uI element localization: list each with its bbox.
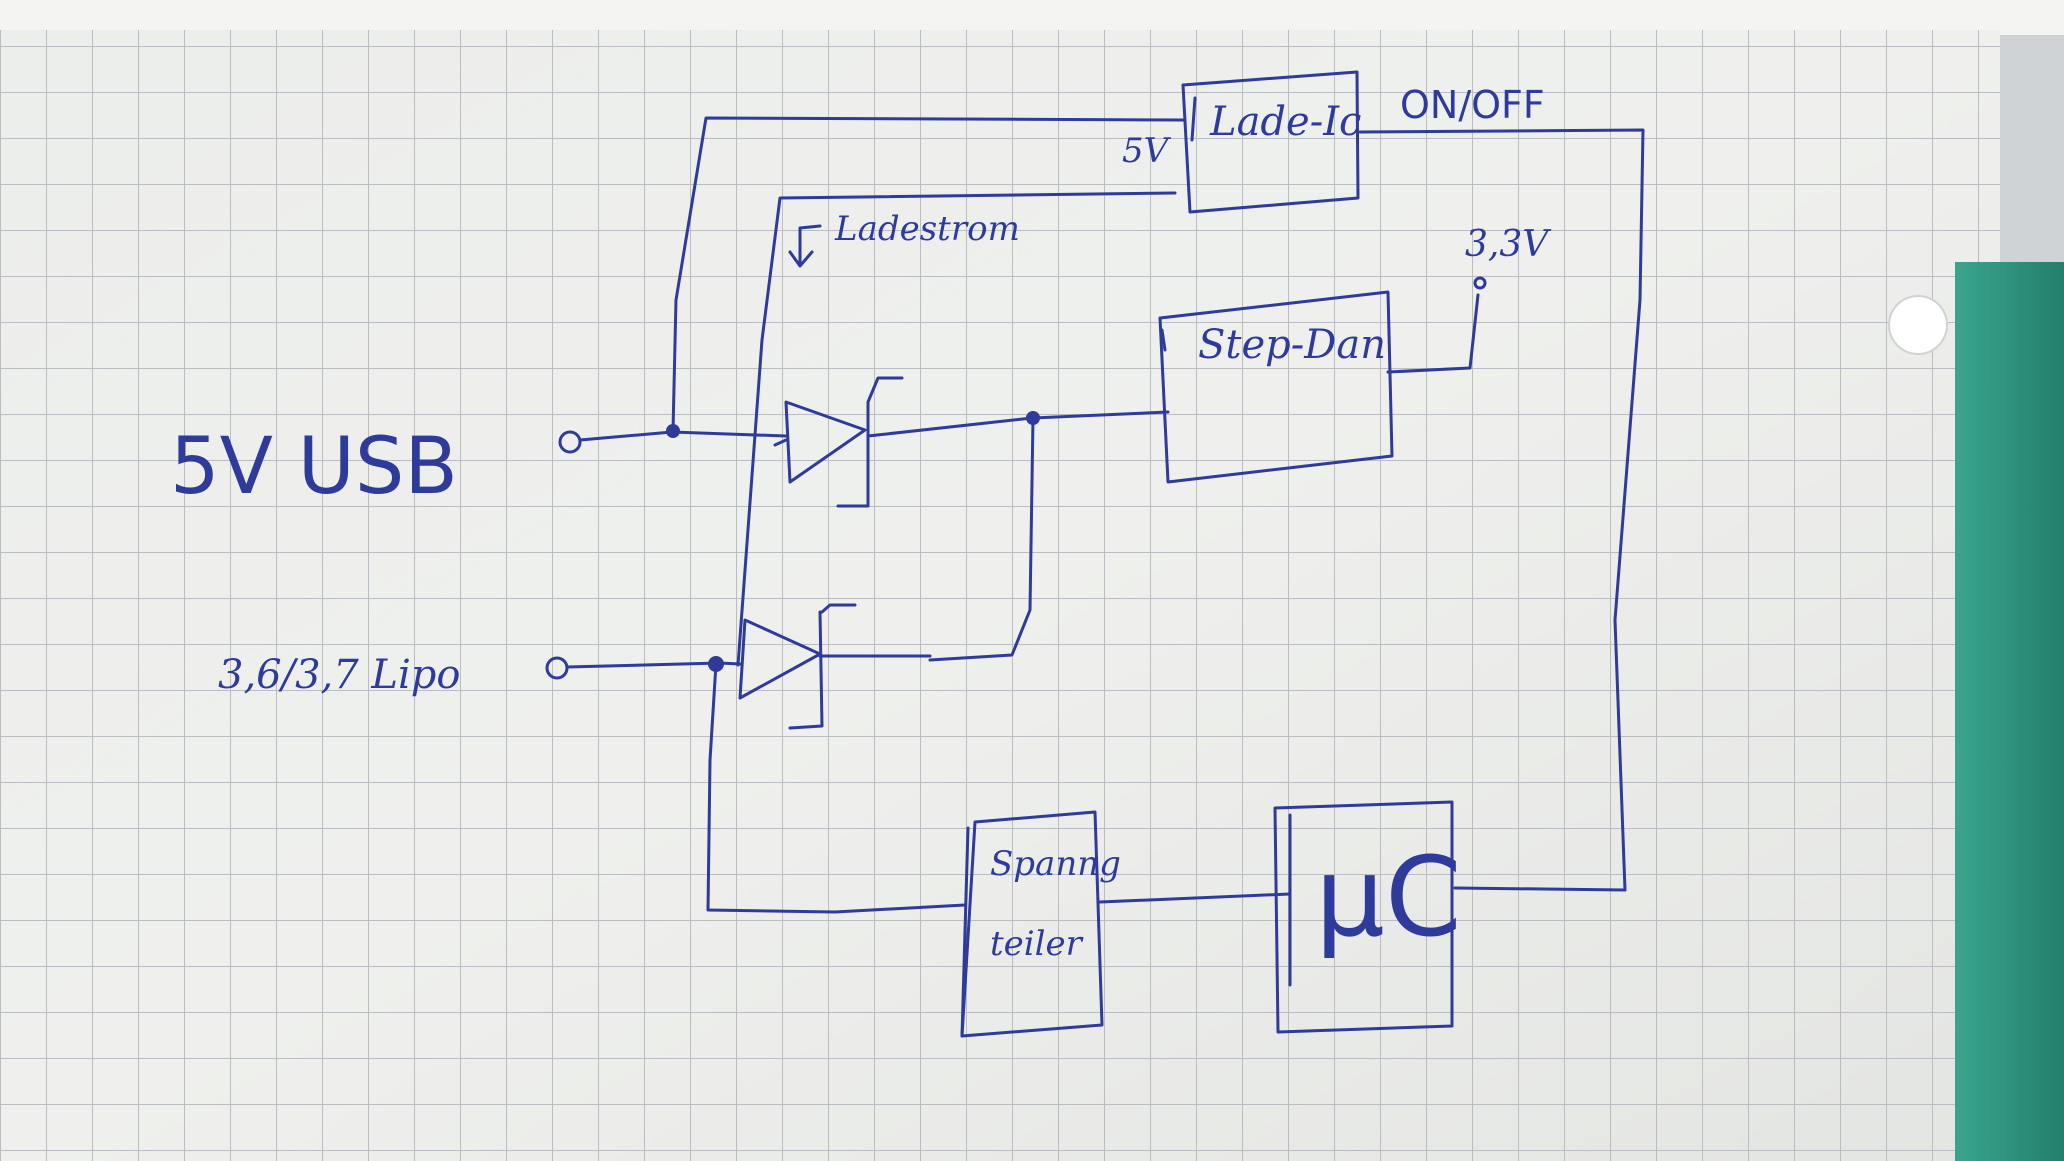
top-sheet-edge	[0, 0, 2064, 35]
wire-usb-to-lade-ic	[671, 116, 1187, 433]
label-microcontroller: µC	[1315, 833, 1462, 961]
wire-diode-usb-out	[866, 416, 1034, 438]
wire-on-off-to-mc	[1453, 886, 1627, 892]
lade-ic-block	[1181, 70, 1360, 214]
wire-on-off	[1358, 128, 1645, 892]
label-lade-ic: Lade-Ic	[1209, 99, 1361, 145]
wire-lipo-to-divider	[706, 662, 967, 914]
label-3v3: 3,3V	[1465, 224, 1552, 265]
label-ladestrom: Ladestrom	[834, 209, 1020, 249]
microcontroller-block	[1273, 800, 1454, 1034]
wire-divider-to-mc	[1098, 892, 1292, 904]
label-divider-2: teiler	[990, 924, 1084, 964]
label-5v: 5V	[1122, 131, 1172, 171]
label-divider-1: Spanng	[990, 844, 1121, 884]
green-folder	[1955, 262, 2064, 1161]
wire-ladestrom	[736, 191, 1177, 667]
usb-terminal	[558, 430, 582, 454]
step-down-block	[1158, 290, 1394, 484]
label-usb: 5V USB	[170, 422, 458, 512]
wire-junction-to-lipo-diode	[928, 416, 1035, 662]
ladestrom-arrow-icon	[788, 224, 822, 268]
punch-hole	[1888, 295, 1948, 355]
wire-3v3-out	[1386, 293, 1480, 374]
3v3-terminal	[1473, 276, 1487, 290]
graph-paper-grid	[0, 30, 2000, 1161]
voltage-divider-block	[960, 810, 1104, 1038]
label-on-off: ON/OFF	[1400, 83, 1545, 127]
label-step-down: Step-Dan	[1198, 322, 1386, 368]
wire-to-step-down	[1031, 410, 1170, 420]
label-lipo: 3,6/3,7 Lipo	[218, 652, 460, 698]
diode-lipo	[738, 603, 932, 730]
